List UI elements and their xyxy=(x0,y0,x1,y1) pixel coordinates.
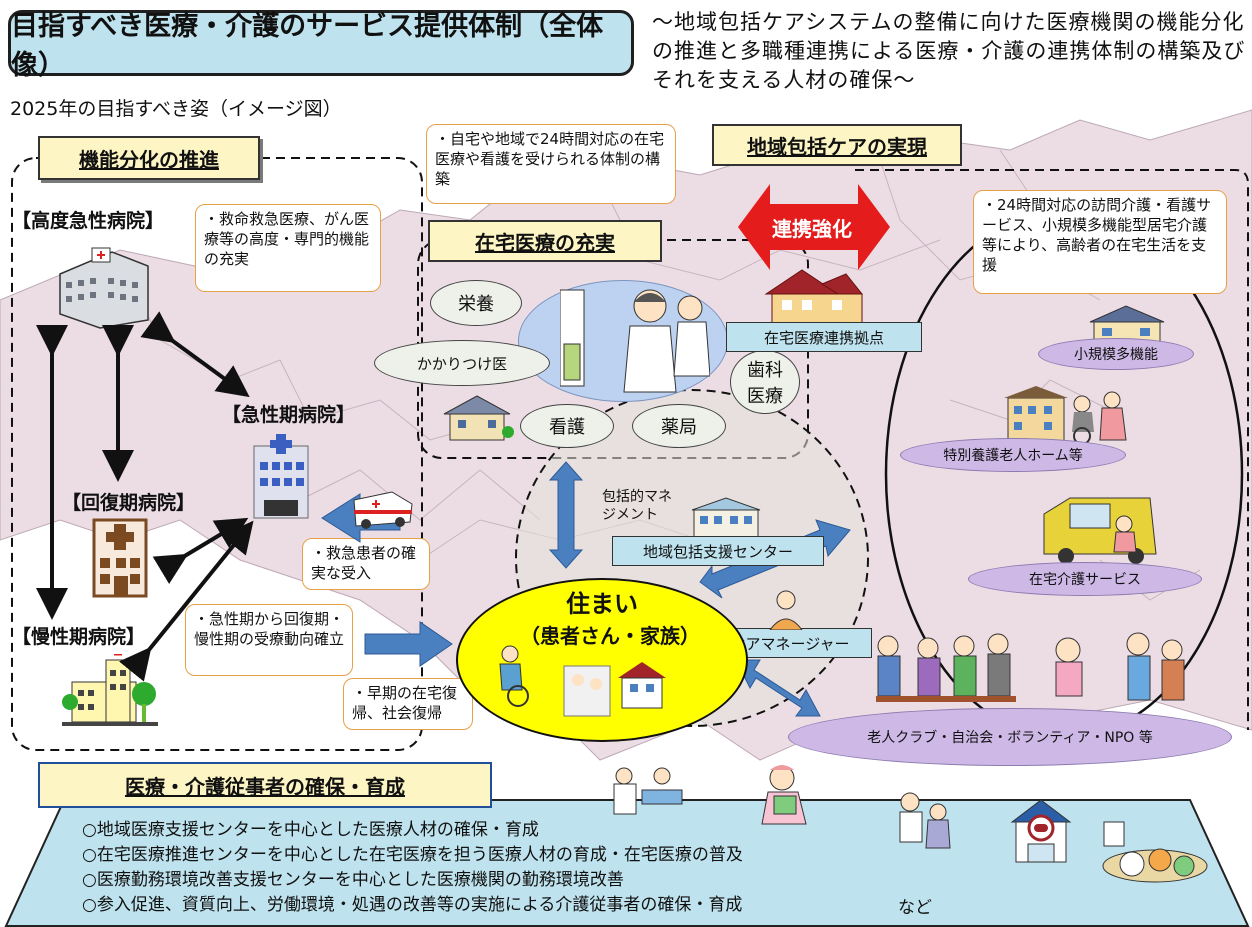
caregiver-icon xyxy=(899,792,951,849)
dental-staff-icon xyxy=(613,767,683,815)
item-nutrition: 栄養 xyxy=(430,280,522,326)
community-people-icon xyxy=(876,632,1185,702)
item-family-doctor: かかりつけ医 xyxy=(374,340,550,386)
support-center-label: 地域包括支援センター xyxy=(612,536,824,566)
workforce-item: ○在宅医療推進センターを中心とした在宅医療を担う医療人材の育成・在宅医療の普及 xyxy=(82,845,743,865)
label-recovery-hospital: 【回復期病院】 xyxy=(62,492,196,514)
support-center-building-icon xyxy=(691,497,761,541)
home-care-base-label: 在宅医療連携拠点 xyxy=(726,322,922,352)
workforce-item: ○地域医療支援センターを中心とした医療人材の確保・育成 xyxy=(82,820,539,840)
section-functional-differentiation: 機能分化の推進 xyxy=(38,136,260,180)
note-home-24h: ・自宅や地域で24時間対応の在宅医療や看護を受けられる体制の構築 xyxy=(426,124,676,204)
comprehensive-mgmt-label: 包括的マネジメント xyxy=(602,489,672,523)
residence-family-icon xyxy=(499,645,666,717)
workforce-item: ○参入促進、資質向上、労働環境・処遇の改善等の実施による介護従事者の確保・育成 xyxy=(82,895,743,915)
section-workforce: 医療・介護従事者の確保・育成 xyxy=(38,762,492,808)
residence-title: 住まい xyxy=(566,590,638,618)
note-early-return: ・早期の在宅復帰、社会復帰 xyxy=(343,678,473,730)
pharmacy-shop-icon xyxy=(1010,799,1072,863)
item-nursing: 看護 xyxy=(520,404,614,448)
strengthen-label: 連携強化 xyxy=(772,217,852,241)
note-emergency: ・救急患者の確実な受入 xyxy=(302,538,430,590)
section-community-care: 地域包括ケアの実現 xyxy=(712,124,962,166)
care-manager-person-icon xyxy=(769,590,803,630)
workforce-item: ○医療勤務環境改善支援センターを中心とした医療機関の勤務環境改善 xyxy=(82,870,624,890)
note-advanced-care: ・救命救急医療、がん医療等の高度・専門的機能の充実 xyxy=(195,204,381,292)
home-care-base-house-icon xyxy=(764,269,864,325)
label-chronic-hospital: 【慢性期病院】 xyxy=(12,626,146,648)
nursing-home-label: 特別養護老人ホーム等 xyxy=(900,438,1126,472)
home-care-service-label: 在宅介護サービス xyxy=(968,562,1202,596)
page-title: 目指すべき医療・介護のサービス提供体制（全体像） xyxy=(8,10,634,81)
workforce-list: ○地域医療支援センターを中心とした医療人材の確保・育成 ○在宅医療推進センターを… xyxy=(82,818,942,918)
page-subtitle: ～地域包括ケアシステムの整備に向けた医療機関の機能分化の推進と多職種連携による医… xyxy=(652,10,1246,92)
acute-hospital-icon xyxy=(253,434,309,519)
residence-subtitle: （患者さん・家族） xyxy=(520,624,700,648)
small-multi-label: 小規模多機能 xyxy=(1038,338,1194,370)
care-van-icon xyxy=(1043,497,1157,564)
image-caption: 2025年の目指すべき姿（イメージ図） xyxy=(10,98,342,120)
meal-icon xyxy=(1102,821,1208,883)
advanced-hospital-icon xyxy=(59,247,149,329)
hospital-link-arrows xyxy=(36,311,254,682)
section-home-medical-care: 在宅医療の充実 xyxy=(428,220,662,262)
strengthen-arrow xyxy=(738,184,890,270)
workforce-etc: など xyxy=(898,898,932,918)
nurse-icon xyxy=(761,765,807,825)
ambulance-icon xyxy=(353,491,413,529)
note-care-24h: ・24時間対応の訪問介護・看護サービス、小規模多機能型居宅介護等により、高齢者の… xyxy=(973,190,1227,294)
label-acute-hospital: 【急性期病院】 xyxy=(222,404,356,426)
item-dental: 歯科医療 xyxy=(730,350,800,414)
label-advanced-hospital: 【高度急性病院】 xyxy=(12,210,165,232)
doctor-nurse-icon xyxy=(560,289,710,393)
nursing-home-icon xyxy=(1004,386,1127,445)
clinic-house-icon xyxy=(443,395,514,441)
chronic-hospital-icon xyxy=(62,654,158,726)
community-label: 老人クラブ・自治会・ボランティア・NPO 等 xyxy=(788,708,1232,766)
item-pharmacy: 薬局 xyxy=(632,404,726,448)
